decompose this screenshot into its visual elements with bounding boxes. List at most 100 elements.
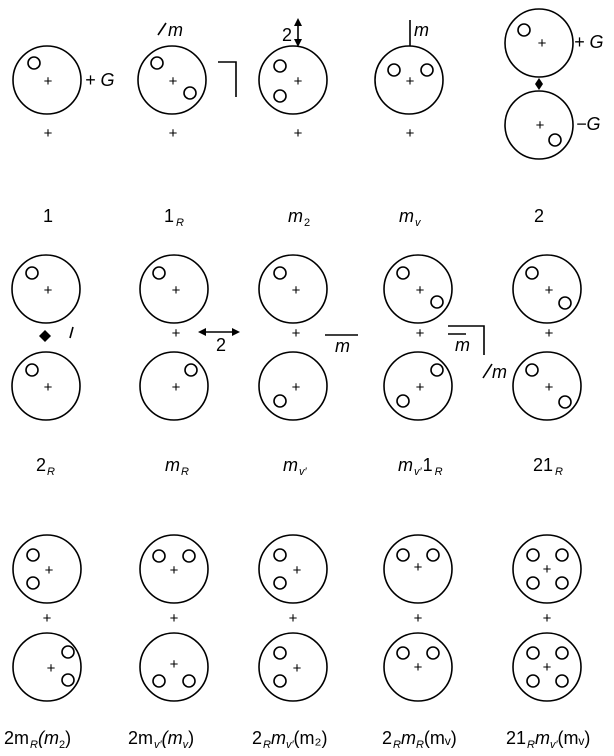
point-circle — [27, 56, 41, 70]
twofold-label: 2 — [216, 335, 226, 355]
center-plus: + — [44, 73, 53, 90]
projection-circle — [504, 8, 574, 78]
projection-circle — [258, 254, 328, 324]
point-circle — [273, 394, 287, 408]
projection-circle — [139, 351, 209, 421]
mirror-label: m — [414, 20, 429, 40]
g-plus-label-2: + G — [574, 32, 604, 52]
below-plus: + — [169, 125, 178, 142]
point-circle — [517, 23, 531, 37]
center-plus: + — [416, 282, 425, 299]
mirror-label: m — [455, 335, 470, 355]
projection-circle — [383, 254, 453, 324]
center-plus: + — [44, 282, 53, 299]
point-circle — [396, 646, 410, 660]
projection-circle — [11, 351, 81, 421]
twofold-rotation-icon — [39, 330, 51, 342]
point-circle — [61, 673, 75, 687]
point-circle — [525, 363, 539, 377]
center-plus: + — [293, 562, 302, 579]
point-circle — [150, 56, 164, 70]
caption-21R-mv-prime-mv: 21Rmv′(mᵥ) — [506, 728, 590, 751]
center-plus: + — [292, 282, 301, 299]
caption-mv: mv — [399, 206, 422, 229]
point-circle — [430, 295, 444, 309]
projection-circle — [512, 254, 582, 324]
projection-circle — [258, 632, 328, 702]
between-plus: + — [414, 610, 423, 627]
projection-circle — [374, 45, 444, 115]
point-circle — [25, 363, 39, 377]
point-circle — [184, 363, 198, 377]
projection-circle — [504, 90, 574, 160]
inversion-slash — [69, 326, 74, 339]
center-plus: + — [170, 656, 179, 673]
point-circle — [273, 59, 287, 73]
projection-circle — [258, 534, 328, 604]
below-plus: + — [294, 125, 303, 142]
projection-circle — [139, 534, 209, 604]
projection-circle — [512, 632, 582, 702]
point-circle — [273, 646, 287, 660]
mirror-corner-symbol — [218, 61, 237, 97]
point-circle — [558, 296, 572, 310]
point-circle — [182, 549, 196, 563]
point-circle — [525, 266, 539, 280]
center-plus: + — [545, 282, 554, 299]
center-plus: + — [414, 559, 423, 576]
caption-2mR-m2: 2mR(m2) — [4, 728, 71, 751]
point-circle — [548, 133, 562, 147]
point-circle — [558, 395, 572, 409]
point-circle — [526, 576, 540, 590]
mirror-label: m — [168, 20, 183, 40]
point-circle — [273, 548, 287, 562]
point-circle — [555, 646, 569, 660]
point-circle — [420, 63, 434, 77]
projection-circle — [137, 45, 207, 115]
point-circle — [26, 548, 40, 562]
projection-circle — [383, 351, 453, 421]
mirror-label: m — [335, 336, 350, 356]
between-plus: + — [289, 610, 298, 627]
point-circle — [426, 646, 440, 660]
center-plus: + — [45, 562, 54, 579]
point-circle — [526, 646, 540, 660]
caption-mv-prime: mv′ — [283, 455, 308, 478]
point-circle — [152, 549, 166, 563]
point-circle — [396, 548, 410, 562]
point-circle — [273, 266, 287, 280]
point-circle — [396, 266, 410, 280]
center-plus: + — [406, 73, 415, 90]
point-circle — [526, 674, 540, 688]
center-plus: + — [416, 379, 425, 396]
center-plus: + — [293, 660, 302, 677]
below-plus: + — [44, 125, 53, 142]
projection-circle — [512, 351, 582, 421]
between-plus: + — [543, 610, 552, 627]
mirror-label: m — [492, 362, 507, 382]
point-circle — [152, 266, 166, 280]
center-plus: + — [536, 117, 545, 134]
center-plus: + — [44, 379, 53, 396]
center-plus: + — [543, 561, 552, 578]
center-plus: + — [47, 660, 56, 677]
projection-circle — [12, 632, 82, 702]
point-circle — [555, 576, 569, 590]
mirror-slash-symbol — [482, 363, 493, 379]
between-plus: + — [545, 325, 554, 342]
point-circle — [555, 674, 569, 688]
caption-2R-mR-mv: 2RmR(mᵥ) — [382, 728, 457, 751]
twofold-rotation-icon — [535, 78, 543, 90]
projection-circle — [11, 254, 81, 324]
projection-circle — [12, 45, 82, 115]
point-circle — [387, 63, 401, 77]
mirror-slash-symbol — [157, 22, 167, 36]
center-plus: + — [414, 659, 423, 676]
projection-circle — [139, 254, 209, 324]
projection-circle — [12, 534, 82, 604]
between-plus: + — [292, 325, 301, 342]
point-circle — [26, 576, 40, 590]
